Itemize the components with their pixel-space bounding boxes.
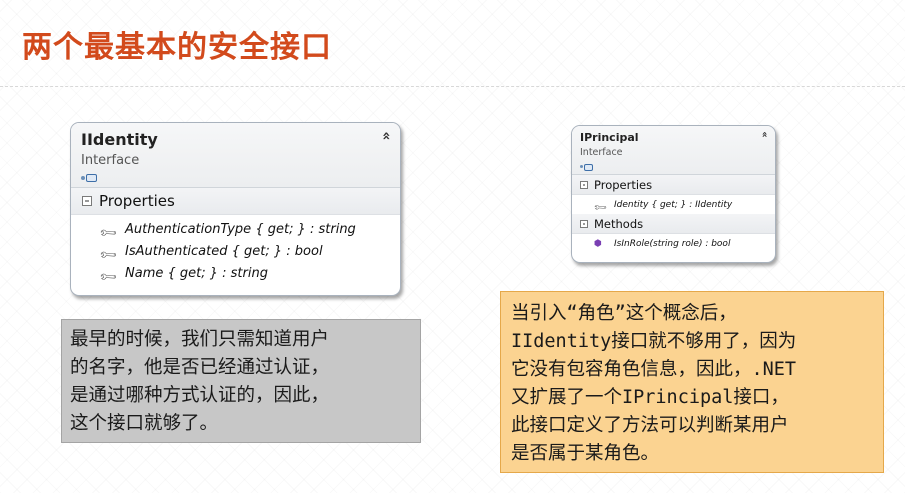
note-line: 又扩展了一个IPrincipal接口， xyxy=(511,387,789,408)
iidentity-properties-section[interactable]: Properties xyxy=(71,188,400,215)
note-line: IIdentity接口就不够用了，因为 xyxy=(511,331,797,352)
note-line: 是通过哪种方式认证的，因此， xyxy=(70,385,330,406)
iprincipal-header: IPrincipal Interface » xyxy=(572,126,775,175)
iidentity-name: IIdentity xyxy=(81,130,158,149)
iprincipal-methods-section[interactable]: Methods xyxy=(572,214,775,234)
note-line: 当引入“角色”这个概念后， xyxy=(511,303,737,324)
wrench-icon: 🔧︎ xyxy=(97,244,119,266)
iidentity-header: IIdentity Interface » xyxy=(71,123,400,188)
property-label: Identity { get; } : IIdentity xyxy=(614,199,733,210)
iidentity-class-diagram: IIdentity Interface » Properties 🔧︎ Auth… xyxy=(70,122,401,296)
property-label: Name { get; } : string xyxy=(125,265,268,281)
property-item: 🔧︎ AuthenticationType { get; } : string xyxy=(71,218,400,244)
section-label: Properties xyxy=(99,192,175,210)
collapse-section-icon[interactable] xyxy=(580,219,588,228)
property-label: IsAuthenticated { get; } : bool xyxy=(125,243,323,259)
collapse-section-icon[interactable] xyxy=(580,180,588,189)
property-item: 🔧︎ Identity { get; } : IIdentity xyxy=(572,195,775,216)
left-explanation-note: 最早的时候，我们只需知道用户 的名字，他是否已经通过认证， 是通过哪种方式认证的… xyxy=(61,319,421,443)
wrench-icon: 🔧︎ xyxy=(97,266,119,288)
wrench-icon: 🔧︎ xyxy=(593,199,609,216)
method-item: ⬢ IsInRole(string role) : bool xyxy=(572,234,775,253)
interface-icon xyxy=(81,173,97,183)
interface-icon xyxy=(580,163,593,171)
page-title: 两个最基本的安全接口 xyxy=(22,30,332,65)
method-label: IsInRole(string role) : bool xyxy=(614,238,731,249)
note-line: 此接口定义了方法可以判断某用户 xyxy=(511,415,789,436)
property-item: 🔧︎ IsAuthenticated { get; } : bool xyxy=(71,240,400,266)
note-line: 它没有包容角色信息，因此，.NET xyxy=(511,359,797,380)
note-line: 的名字，他是否已经通过认证， xyxy=(70,357,330,378)
section-label: Properties xyxy=(594,177,653,192)
iprincipal-kind: Interface xyxy=(580,147,623,158)
note-line: 最早的时候，我们只需知道用户 xyxy=(70,329,330,350)
property-label: AuthenticationType { get; } : string xyxy=(125,221,356,237)
iprincipal-name: IPrincipal xyxy=(580,131,639,144)
section-label: Methods xyxy=(594,216,644,231)
note-line: 这个接口就够了。 xyxy=(70,413,219,434)
wrench-icon: 🔧︎ xyxy=(97,222,119,244)
collapse-chevron-icon[interactable]: » xyxy=(759,131,771,138)
collapse-section-icon[interactable] xyxy=(82,196,92,206)
iidentity-kind: Interface xyxy=(81,153,140,168)
collapse-chevron-icon[interactable]: » xyxy=(378,131,395,141)
method-icon: ⬢ xyxy=(594,238,602,249)
note-line: 是否属于某角色。 xyxy=(511,443,660,464)
iprincipal-properties-section[interactable]: Properties xyxy=(572,175,775,195)
property-item: 🔧︎ Name { get; } : string xyxy=(71,262,400,288)
title-divider xyxy=(0,86,905,87)
iprincipal-class-diagram: IPrincipal Interface » Properties 🔧︎ Ide… xyxy=(571,125,776,263)
right-explanation-note: 当引入“角色”这个概念后， IIdentity接口就不够用了，因为 它没有包容角… xyxy=(500,291,884,473)
